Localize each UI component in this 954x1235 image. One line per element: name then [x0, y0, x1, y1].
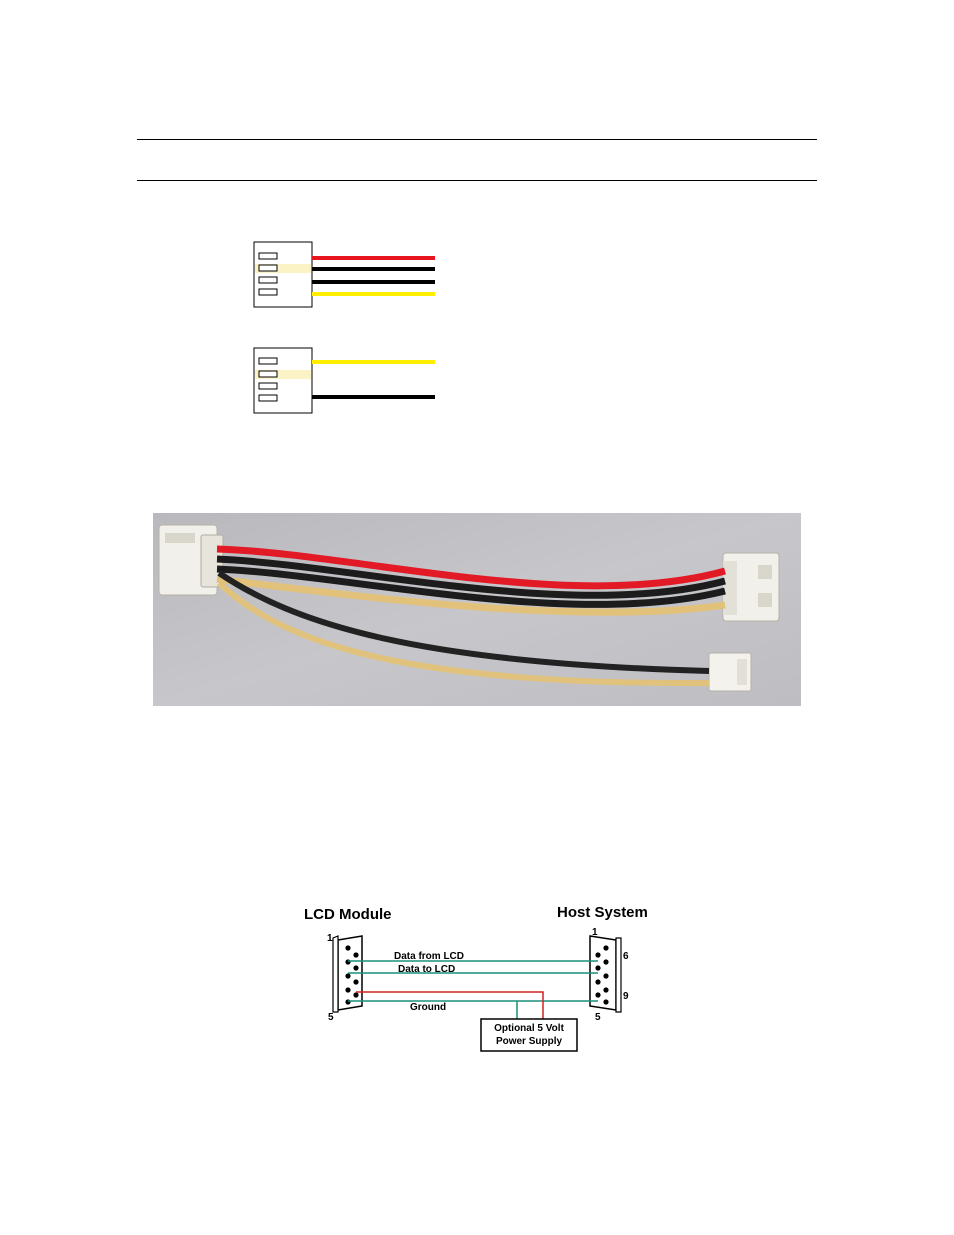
psu-label-line1: Optional 5 Volt [494, 1023, 564, 1034]
pin-4 [259, 289, 277, 295]
molex-connector [254, 242, 312, 307]
ground-label: Ground [410, 1002, 446, 1013]
data-from-lcd-label: Data from LCD [394, 951, 464, 962]
lcd-pin-5-label: 5 [328, 1012, 334, 1023]
photo-fan-connector [709, 653, 751, 691]
host-pin-5-label: 5 [595, 1012, 601, 1023]
psu-label-line2: Power Supply [496, 1036, 563, 1047]
fan-connector [254, 348, 312, 413]
host-system-title: Host System [557, 904, 648, 921]
lcd-module-title: LCD Module [304, 906, 392, 923]
host-pin-9-label: 9 [623, 991, 629, 1002]
photo-left-connector [159, 525, 223, 595]
pin-3 [259, 277, 277, 283]
cable-photo [153, 513, 801, 706]
host-pin-6-label: 6 [623, 951, 629, 962]
top-rule [137, 139, 817, 140]
serial-connection-diagram: LCD Module Host System 1 5 1 6 9 5 [300, 900, 670, 1055]
power-line [356, 992, 543, 1019]
lcd-pin-1-label: 1 [327, 933, 333, 944]
connector-wiring-diagram [250, 238, 440, 418]
photo-right-connector [723, 553, 779, 621]
second-rule [137, 180, 817, 181]
host-pin-1-label: 1 [592, 927, 598, 938]
data-to-lcd-label: Data to LCD [398, 964, 455, 975]
pin-2 [259, 265, 277, 271]
pin-1 [259, 253, 277, 259]
